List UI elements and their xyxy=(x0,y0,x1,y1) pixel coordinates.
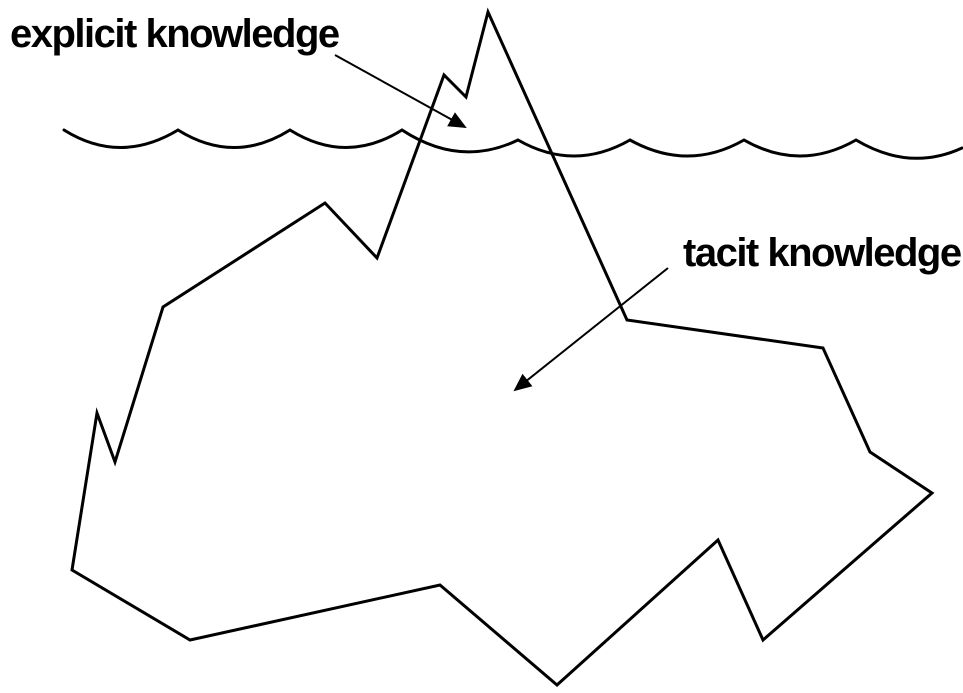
explicit-knowledge-label: explicit knowledge xyxy=(10,12,340,56)
tacit-knowledge-label: tacit knowledge xyxy=(683,231,962,275)
arrow-to-body xyxy=(513,267,669,392)
water-line xyxy=(62,128,963,160)
arrow-to-tip xyxy=(334,54,467,128)
iceberg-outline xyxy=(70,7,935,687)
